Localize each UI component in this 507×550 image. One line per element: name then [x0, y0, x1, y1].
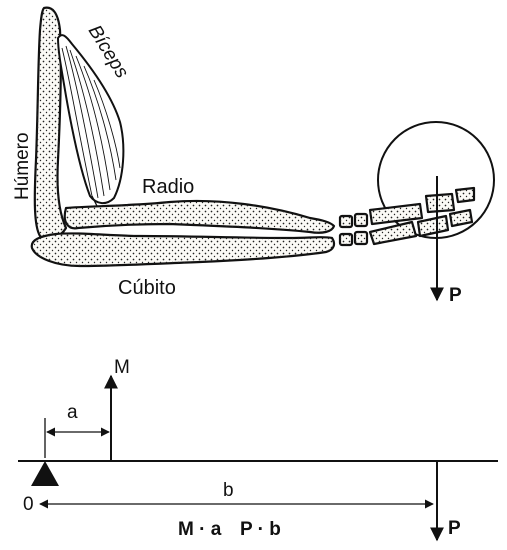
moment-effort: M · a: [178, 519, 222, 540]
label-ulna: Cúbito: [118, 277, 176, 299]
moment-load: P · b: [240, 519, 281, 540]
carpal-bones: [338, 212, 369, 247]
radius-texture: [64, 200, 335, 233]
hand-bones: [368, 186, 476, 246]
label-effort-arm: a: [67, 402, 78, 423]
label-arm-load: P: [449, 285, 462, 306]
label-humerus: Húmero: [12, 132, 33, 200]
lever-schematic: M a 0 b P M · a P · b: [18, 357, 498, 542]
label-effort: M: [114, 357, 130, 378]
biceps-fibers: [61, 45, 121, 199]
label-pivot: 0: [23, 494, 34, 515]
humerus-texture: [34, 7, 66, 239]
label-radius: Radio: [142, 176, 194, 198]
label-load-arm: b: [223, 480, 234, 501]
ulna-texture: [31, 233, 335, 266]
arm-illustration: Húmero Bíceps Radio Cúbito P: [12, 6, 495, 306]
fulcrum-triangle: [31, 461, 59, 486]
label-load: P: [448, 518, 461, 539]
